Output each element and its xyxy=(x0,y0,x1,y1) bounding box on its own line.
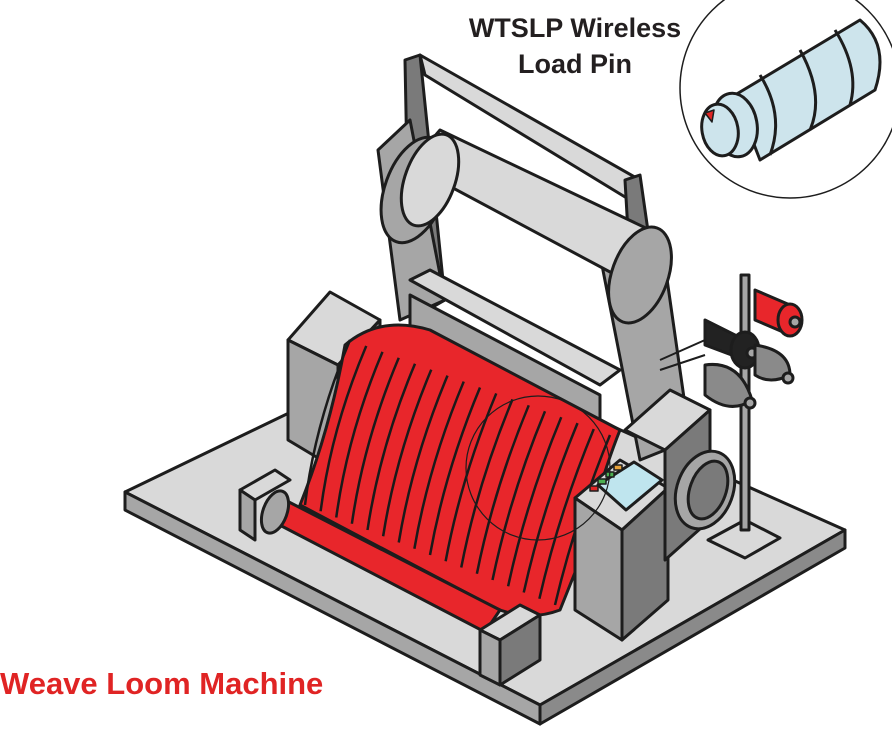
top-roller xyxy=(379,128,673,325)
load-pin-label-line1: WTSLP Wireless xyxy=(468,13,682,43)
fabric-stripe xyxy=(350,357,400,524)
load-pin-location-callout xyxy=(465,395,611,541)
fabric-stripe xyxy=(491,410,547,581)
load-pin-label: WTSLP Wireless Load Pin xyxy=(455,10,695,82)
fabric-stripe xyxy=(460,398,514,568)
spool-black xyxy=(703,318,761,370)
woven-fabric xyxy=(298,323,622,618)
fabric-stripe xyxy=(522,422,579,593)
control-panel xyxy=(573,458,670,642)
status-led-green xyxy=(597,478,607,485)
fabric-stripe xyxy=(381,369,433,537)
right-gearbox xyxy=(623,388,737,562)
fabric-stripe xyxy=(303,339,352,506)
fabric-stripe xyxy=(428,387,482,556)
wireless-load-pin-icon xyxy=(700,18,882,162)
fabric-stripe xyxy=(506,416,563,587)
front-roller xyxy=(238,468,542,687)
fabric-stripe xyxy=(319,345,368,512)
spool-gray xyxy=(703,343,795,410)
spool-red xyxy=(753,288,804,338)
fabric-stripe xyxy=(335,351,384,518)
status-led-red xyxy=(589,485,599,492)
machine-label: Weave Loom Machine xyxy=(0,666,324,701)
spool-stand xyxy=(659,273,804,560)
fabric-stripes xyxy=(303,339,612,606)
fabric-stripe xyxy=(538,428,595,600)
fabric-stripe xyxy=(413,381,465,549)
fabric-stripe xyxy=(475,404,530,574)
load-pin-label-line2: Load Pin xyxy=(518,49,632,79)
status-led-amber xyxy=(613,464,623,471)
fabric-stripe xyxy=(366,363,417,531)
fabric-stripe xyxy=(397,375,449,543)
